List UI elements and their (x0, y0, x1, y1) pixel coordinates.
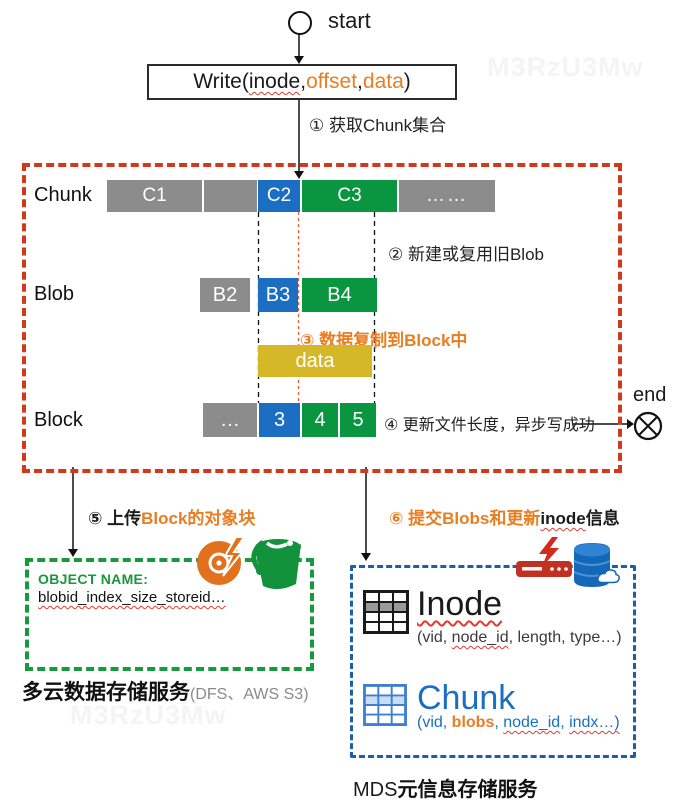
chunk-segment: …… (399, 180, 495, 212)
blob-segment: B4 (302, 278, 377, 312)
write-arg-inode: inode (248, 70, 301, 93)
start-node-circle (288, 11, 312, 35)
start-label: start (328, 8, 371, 33)
database-cloud-icon (573, 543, 620, 587)
blob-segment: B2 (200, 278, 250, 312)
lightning-icon (539, 537, 559, 567)
storage-caption-note: (DFS、AWS S3) (190, 686, 309, 703)
block-segment: 4 (302, 403, 338, 437)
chunk-fields-prefix: (vid, (417, 714, 452, 731)
step1-get-chunks-label: ① 获取Chunk集合 (309, 116, 447, 135)
write-call-box: Write(inode, offset, data) (147, 64, 457, 100)
step6-inode-text: inode (540, 509, 586, 528)
chunk-segment: C1 (107, 180, 202, 212)
block-segment: 5 (340, 403, 376, 437)
inode-field-node-id: node_id (451, 629, 509, 646)
watermark-top: M3RzU3Mw (487, 52, 644, 82)
chunk-segment (204, 180, 257, 212)
write-path-dashed-box (22, 163, 622, 473)
chunk-field-indx: indx…) (569, 714, 620, 731)
inode-table-icon (363, 590, 409, 634)
chunk-fields-sep2: , (560, 714, 570, 731)
end-label: end (633, 384, 667, 406)
mds-caption-prefix: MDS (353, 779, 398, 801)
blob-segment: B3 (258, 278, 298, 312)
router-icon (516, 561, 572, 577)
chunk-segment: C3 (302, 180, 397, 212)
step5-number: ⑤ (88, 509, 108, 528)
chunk-fields-sep1: , (494, 714, 504, 731)
bucket-icon (251, 539, 301, 590)
step5-upload-block-label: ⑤ 上传Block的对象块 (88, 504, 255, 529)
inode-fields-suffix: , length, type…) (508, 629, 622, 646)
chunk-table-fields: (vid, blobs, node_id, indx…) (417, 714, 620, 732)
chunk-field-node-id: node_id (503, 714, 561, 731)
object-storage-caption: 多云数据存储服务(DFS、AWS S3) (22, 676, 309, 706)
block-lane-label: Block (34, 409, 83, 431)
watermark-bottom: M3RzU3Mw (70, 700, 227, 730)
chunk-lane-label: Chunk (34, 184, 92, 206)
mds-caption: MDS元信息存储服务 (353, 773, 537, 802)
write-arg-offset: offset (306, 70, 358, 93)
inode-table-title: Inode (417, 585, 503, 623)
write-call-sep2: , (357, 70, 363, 93)
object-name-label: OBJECT NAME: (38, 571, 149, 587)
step4-update-length-label: ④ 更新文件长度，异步写成功 (384, 417, 595, 434)
step6-commit-blobs-label: ⑥ 提交Blobs和更新inode信息 (389, 504, 620, 529)
step5-orange-text: Block的对象块 (141, 509, 256, 528)
inode-fields-prefix: (vid, (417, 629, 452, 646)
storage-caption-title: 多云数据存储服务 (22, 681, 190, 704)
object-storage-dashed-box (25, 558, 314, 671)
write-arg-data: data (362, 70, 404, 93)
chunk-table-icon (363, 684, 407, 726)
block-segment: 3 (259, 403, 300, 437)
data-buffer-block: data (258, 345, 372, 377)
disc-icon (197, 536, 246, 585)
write-call-sep1: , (300, 70, 307, 93)
chunk-table-title: Chunk (417, 679, 516, 717)
chunk-field-blobs: blobs (451, 714, 495, 731)
mds-dashed-box (350, 565, 636, 758)
write-call-suffix: ) (403, 70, 411, 93)
block-segment: … (203, 403, 257, 437)
chunk-segment: C2 (258, 180, 300, 212)
step2-new-or-reuse-blob-label: ② 新建或复用旧Blob (388, 245, 544, 264)
blob-lane-label: Blob (34, 283, 75, 305)
mds-caption-title: 元信息存储服务 (397, 779, 538, 801)
inode-table-fields: (vid, node_id, length, type…) (417, 629, 622, 647)
step6-orange-text: ⑥ 提交Blobs和更新 (389, 509, 541, 528)
object-name-value: blobid_index_size_storeid… (38, 589, 226, 606)
step6-black-text: 信息 (585, 509, 620, 528)
write-call-prefix: Write( (193, 70, 249, 93)
step5-black-text: 上传 (107, 509, 142, 528)
